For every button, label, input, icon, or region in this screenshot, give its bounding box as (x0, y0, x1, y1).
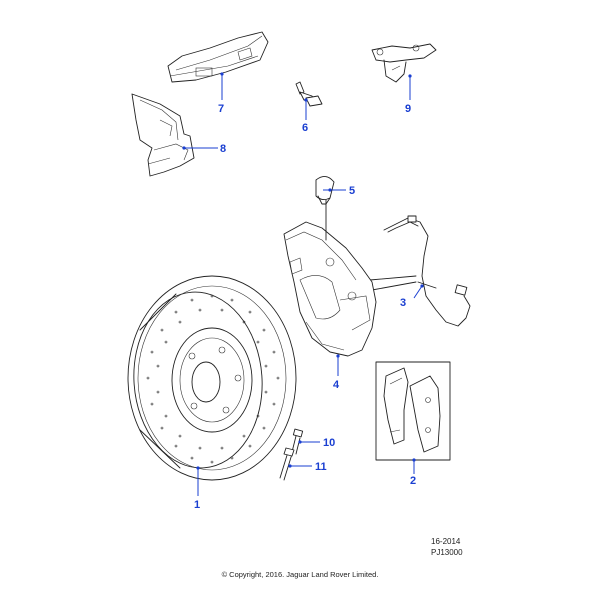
part-3-brake-hose-drawing (369, 215, 471, 327)
callout-4[interactable]: 4 (333, 379, 340, 391)
callout-10[interactable]: 10 (323, 437, 335, 449)
reference-code: 16-2014 (431, 537, 461, 546)
part-7-heat-shield-drawing (167, 31, 269, 83)
part-11-pin-drawing (279, 447, 295, 481)
callout-5[interactable]: 5 (349, 185, 355, 197)
copyright-notice: © Copyright, 2016. Jaguar Land Rover Lim… (221, 570, 379, 579)
drawing-number: PJ13000 (431, 548, 463, 557)
part-1-brake-disc-drawing (127, 275, 297, 481)
part-9-sensor-bracket-drawing (371, 43, 437, 83)
part-2-brake-pads-drawing (375, 361, 451, 461)
part-8-splash-shield-drawing (131, 93, 195, 177)
leader-lines (184, 74, 423, 496)
leader-dots (182, 72, 424, 470)
callout-9[interactable]: 9 (405, 103, 411, 115)
callout-6[interactable]: 6 (302, 122, 308, 134)
callout-7[interactable]: 7 (218, 103, 224, 115)
part-5-dust-cap-drawing (315, 176, 335, 205)
callout-11[interactable]: 11 (315, 461, 327, 473)
part-6-bleed-screw-drawing (295, 81, 323, 107)
callout-3[interactable]: 3 (400, 297, 406, 309)
callout-8[interactable]: 8 (220, 143, 226, 155)
callout-2[interactable]: 2 (410, 475, 416, 487)
part-4-caliper-drawing (283, 199, 377, 357)
callout-1[interactable]: 1 (194, 499, 200, 511)
